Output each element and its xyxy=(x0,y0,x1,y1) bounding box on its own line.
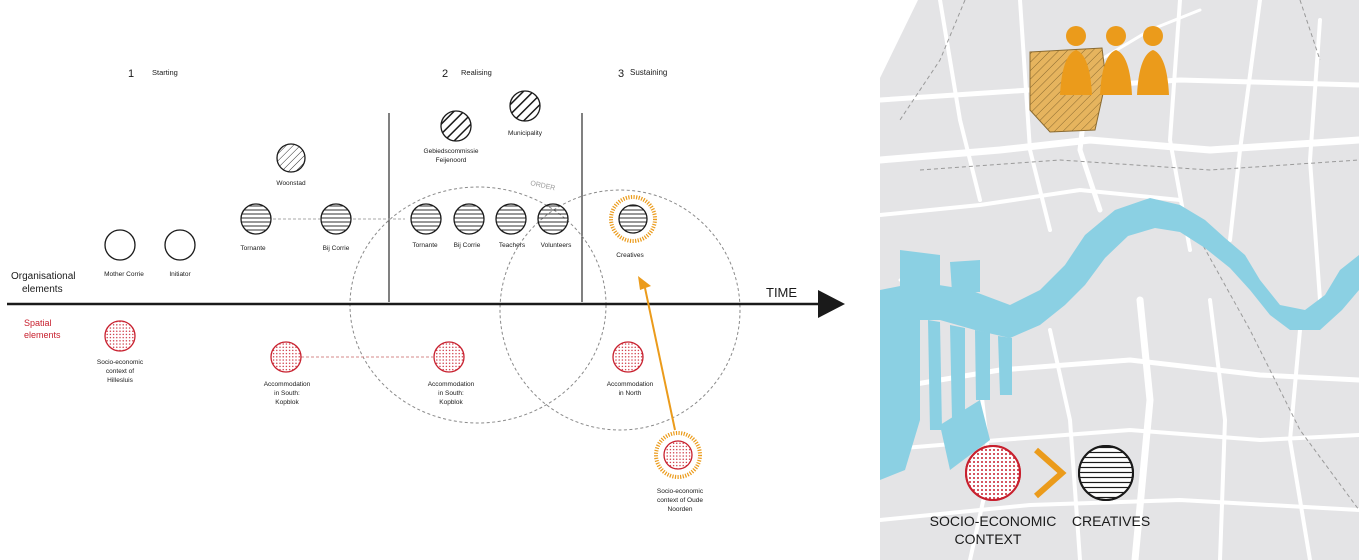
phase-2-number: 2 xyxy=(442,68,448,80)
svg-text:Accommodation: Accommodation xyxy=(607,381,654,388)
phase-3-label: Sustaining xyxy=(630,68,667,77)
svg-text:in North: in North xyxy=(619,390,642,397)
svg-text:Gebiedscommissie: Gebiedscommissie xyxy=(424,148,479,155)
phase-3-number: 3 xyxy=(618,68,624,80)
phase-1-number: 1 xyxy=(128,68,134,80)
time-label: TIME xyxy=(766,285,797,300)
node-kopblok-2: Accommodation in South: Kopblok xyxy=(428,341,475,406)
legend-creatives: CREATIVES xyxy=(1072,513,1150,529)
svg-text:Tornante: Tornante xyxy=(240,245,266,252)
svg-text:Bij Corrie: Bij Corrie xyxy=(323,245,350,252)
node-volunteers: Volunteers xyxy=(537,203,572,249)
svg-text:Woonstad: Woonstad xyxy=(276,180,306,187)
node-initiator: Initiator xyxy=(164,229,196,278)
organisational-label-2: elements xyxy=(22,284,63,295)
svg-text:Accommodation: Accommodation xyxy=(264,381,311,388)
node-hillesluis: Socio-economic context of Hillesluis xyxy=(97,320,144,384)
transition-chevron-icon xyxy=(1034,447,1067,499)
svg-text:Mother Corrie: Mother Corrie xyxy=(104,271,144,278)
sustaining-ellipse xyxy=(499,189,741,431)
svg-text:Municipality: Municipality xyxy=(508,130,543,137)
node-tornante-2: Tornante xyxy=(410,203,442,249)
node-mother-corrie: Mother Corrie xyxy=(104,229,144,278)
river xyxy=(880,198,1359,480)
node-teachers: Teachers xyxy=(495,203,527,249)
svg-text:Creatives: Creatives xyxy=(616,252,644,259)
city-map: SOCIO-ECONOMIC CONTEXT CREATIVES xyxy=(880,0,1359,560)
influence-arrowhead xyxy=(638,276,651,290)
svg-text:Feijenoord: Feijenoord xyxy=(436,157,467,164)
phase-1-heading: 1 Starting xyxy=(128,68,178,80)
legend-socio-economic-1: SOCIO-ECONOMIC xyxy=(930,513,1057,529)
spatial-label-2: elements xyxy=(24,330,61,340)
phase-2-label: Realising xyxy=(461,68,492,77)
map-legend: SOCIO-ECONOMIC CONTEXT CREATIVES xyxy=(930,445,1150,547)
svg-text:Volunteers: Volunteers xyxy=(541,242,572,249)
node-woonstad: Woonstad xyxy=(276,143,306,187)
phase-2-heading: 2 Realising xyxy=(442,68,492,80)
svg-text:Accommodation: Accommodation xyxy=(428,381,475,388)
svg-text:Noorden: Noorden xyxy=(668,506,693,513)
svg-text:Socio-economic: Socio-economic xyxy=(97,359,144,366)
spatial-label-1: Spatial xyxy=(24,318,52,328)
node-creatives: Creatives xyxy=(609,195,657,259)
svg-text:in South:: in South: xyxy=(438,390,464,397)
node-tornante-1: Tornante xyxy=(240,203,272,252)
svg-text:Tornante: Tornante xyxy=(412,242,438,249)
socio-economic-symbol xyxy=(965,445,1021,501)
order-label: ORDER xyxy=(530,180,556,192)
time-arrowhead xyxy=(818,290,845,318)
node-north: Accommodation in North xyxy=(607,341,654,397)
legend-socio-economic-2: CONTEXT xyxy=(955,531,1022,547)
organisational-label-1: Organisational xyxy=(11,271,75,282)
svg-text:Bij Corrie: Bij Corrie xyxy=(454,242,481,249)
svg-text:Initiator: Initiator xyxy=(169,271,191,278)
svg-text:Kopblok: Kopblok xyxy=(439,399,463,406)
svg-text:context of Oude: context of Oude xyxy=(657,497,703,504)
node-municipality: Municipality xyxy=(508,90,543,137)
svg-text:Hillesluis: Hillesluis xyxy=(107,377,133,384)
svg-text:context of: context of xyxy=(106,368,134,375)
node-gebiedscommissie: Gebiedscommissie Feijenoord xyxy=(424,110,479,164)
node-kopblok-1: Accommodation in South: Kopblok xyxy=(264,341,311,406)
rail-lines xyxy=(899,0,1359,511)
influence-arrow xyxy=(644,287,676,431)
svg-text:Socio-economic: Socio-economic xyxy=(657,488,704,495)
timeline-diagram: 1 Starting 2 Realising 3 Sustaining ORDE… xyxy=(7,68,845,513)
node-oude-noorden: Socio-economic context of Oude Noorden xyxy=(654,431,704,513)
phase-1-label: Starting xyxy=(152,68,178,77)
people-icon xyxy=(1060,26,1169,95)
node-bij-corrie-1: Bij Corrie xyxy=(320,203,352,252)
phase-3-heading: 3 Sustaining xyxy=(618,68,667,80)
svg-text:Kopblok: Kopblok xyxy=(275,399,299,406)
svg-text:Teachers: Teachers xyxy=(499,242,526,249)
node-bij-corrie-2: Bij Corrie xyxy=(453,203,485,249)
creatives-symbol xyxy=(1078,445,1134,501)
svg-text:in South:: in South: xyxy=(274,390,300,397)
